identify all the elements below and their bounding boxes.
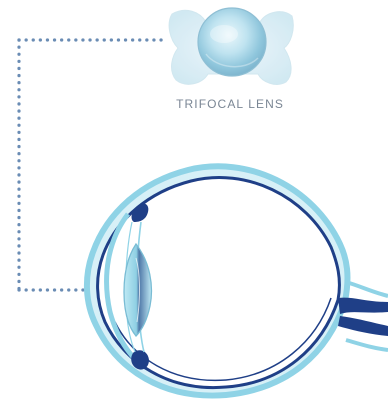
eye-cross-section-icon — [87, 166, 388, 395]
lens-label: TRIFOCAL LENS — [150, 97, 310, 111]
trifocal-lens-icon — [169, 8, 293, 84]
